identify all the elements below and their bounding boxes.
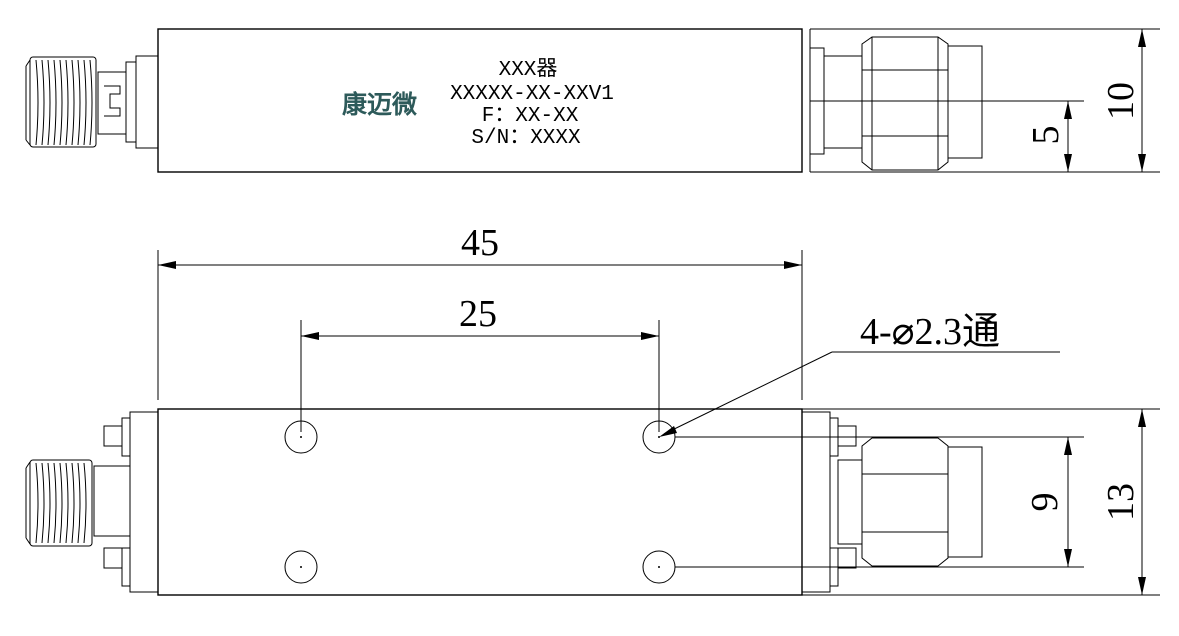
mounting-hole-bottom-left bbox=[284, 550, 318, 584]
dimension-hole-spacing-25: 25 bbox=[300, 293, 660, 432]
dimension-height-10: 10 bbox=[1100, 29, 1146, 172]
label-line-2: XXXXX-XX-XXV1 bbox=[450, 83, 614, 106]
svg-text:5: 5 bbox=[1025, 126, 1067, 145]
dimension-half-height-5: 5 bbox=[1025, 101, 1072, 172]
svg-text:45: 45 bbox=[461, 222, 499, 264]
svg-text:4-⌀2.3通: 4-⌀2.3通 bbox=[860, 311, 1000, 353]
bottom-right-connector bbox=[801, 411, 983, 593]
top-left-thread bbox=[35, 59, 93, 146]
top-left-connector bbox=[25, 55, 159, 149]
label-line-4: S/N：XXXX bbox=[471, 127, 581, 150]
svg-text:10: 10 bbox=[1100, 82, 1142, 120]
bottom-left-connector bbox=[25, 411, 159, 593]
dimension-width-13: 13 bbox=[1100, 409, 1146, 595]
dimension-length-45: 45 bbox=[157, 222, 803, 400]
label-line-1: XXX器 bbox=[499, 58, 558, 82]
bottom-left-thread bbox=[35, 462, 87, 544]
svg-text:25: 25 bbox=[459, 293, 497, 335]
brand-logo-text: 康迈微 bbox=[342, 90, 417, 119]
dimension-hole-spacing-9: 9 bbox=[1024, 437, 1072, 567]
label-line-3: F：XX-XX bbox=[482, 105, 579, 128]
hole-callout: 4-⌀2.3通 bbox=[659, 311, 1060, 437]
bottom-view: 45 25 4-⌀2.3通 9 bbox=[25, 222, 1160, 596]
top-view: 康迈微 XXX器 XXXXX-XX-XXV1 F：XX-XX S/N：XXXX … bbox=[25, 28, 1160, 173]
svg-text:9: 9 bbox=[1024, 493, 1066, 512]
svg-text:13: 13 bbox=[1100, 483, 1142, 521]
